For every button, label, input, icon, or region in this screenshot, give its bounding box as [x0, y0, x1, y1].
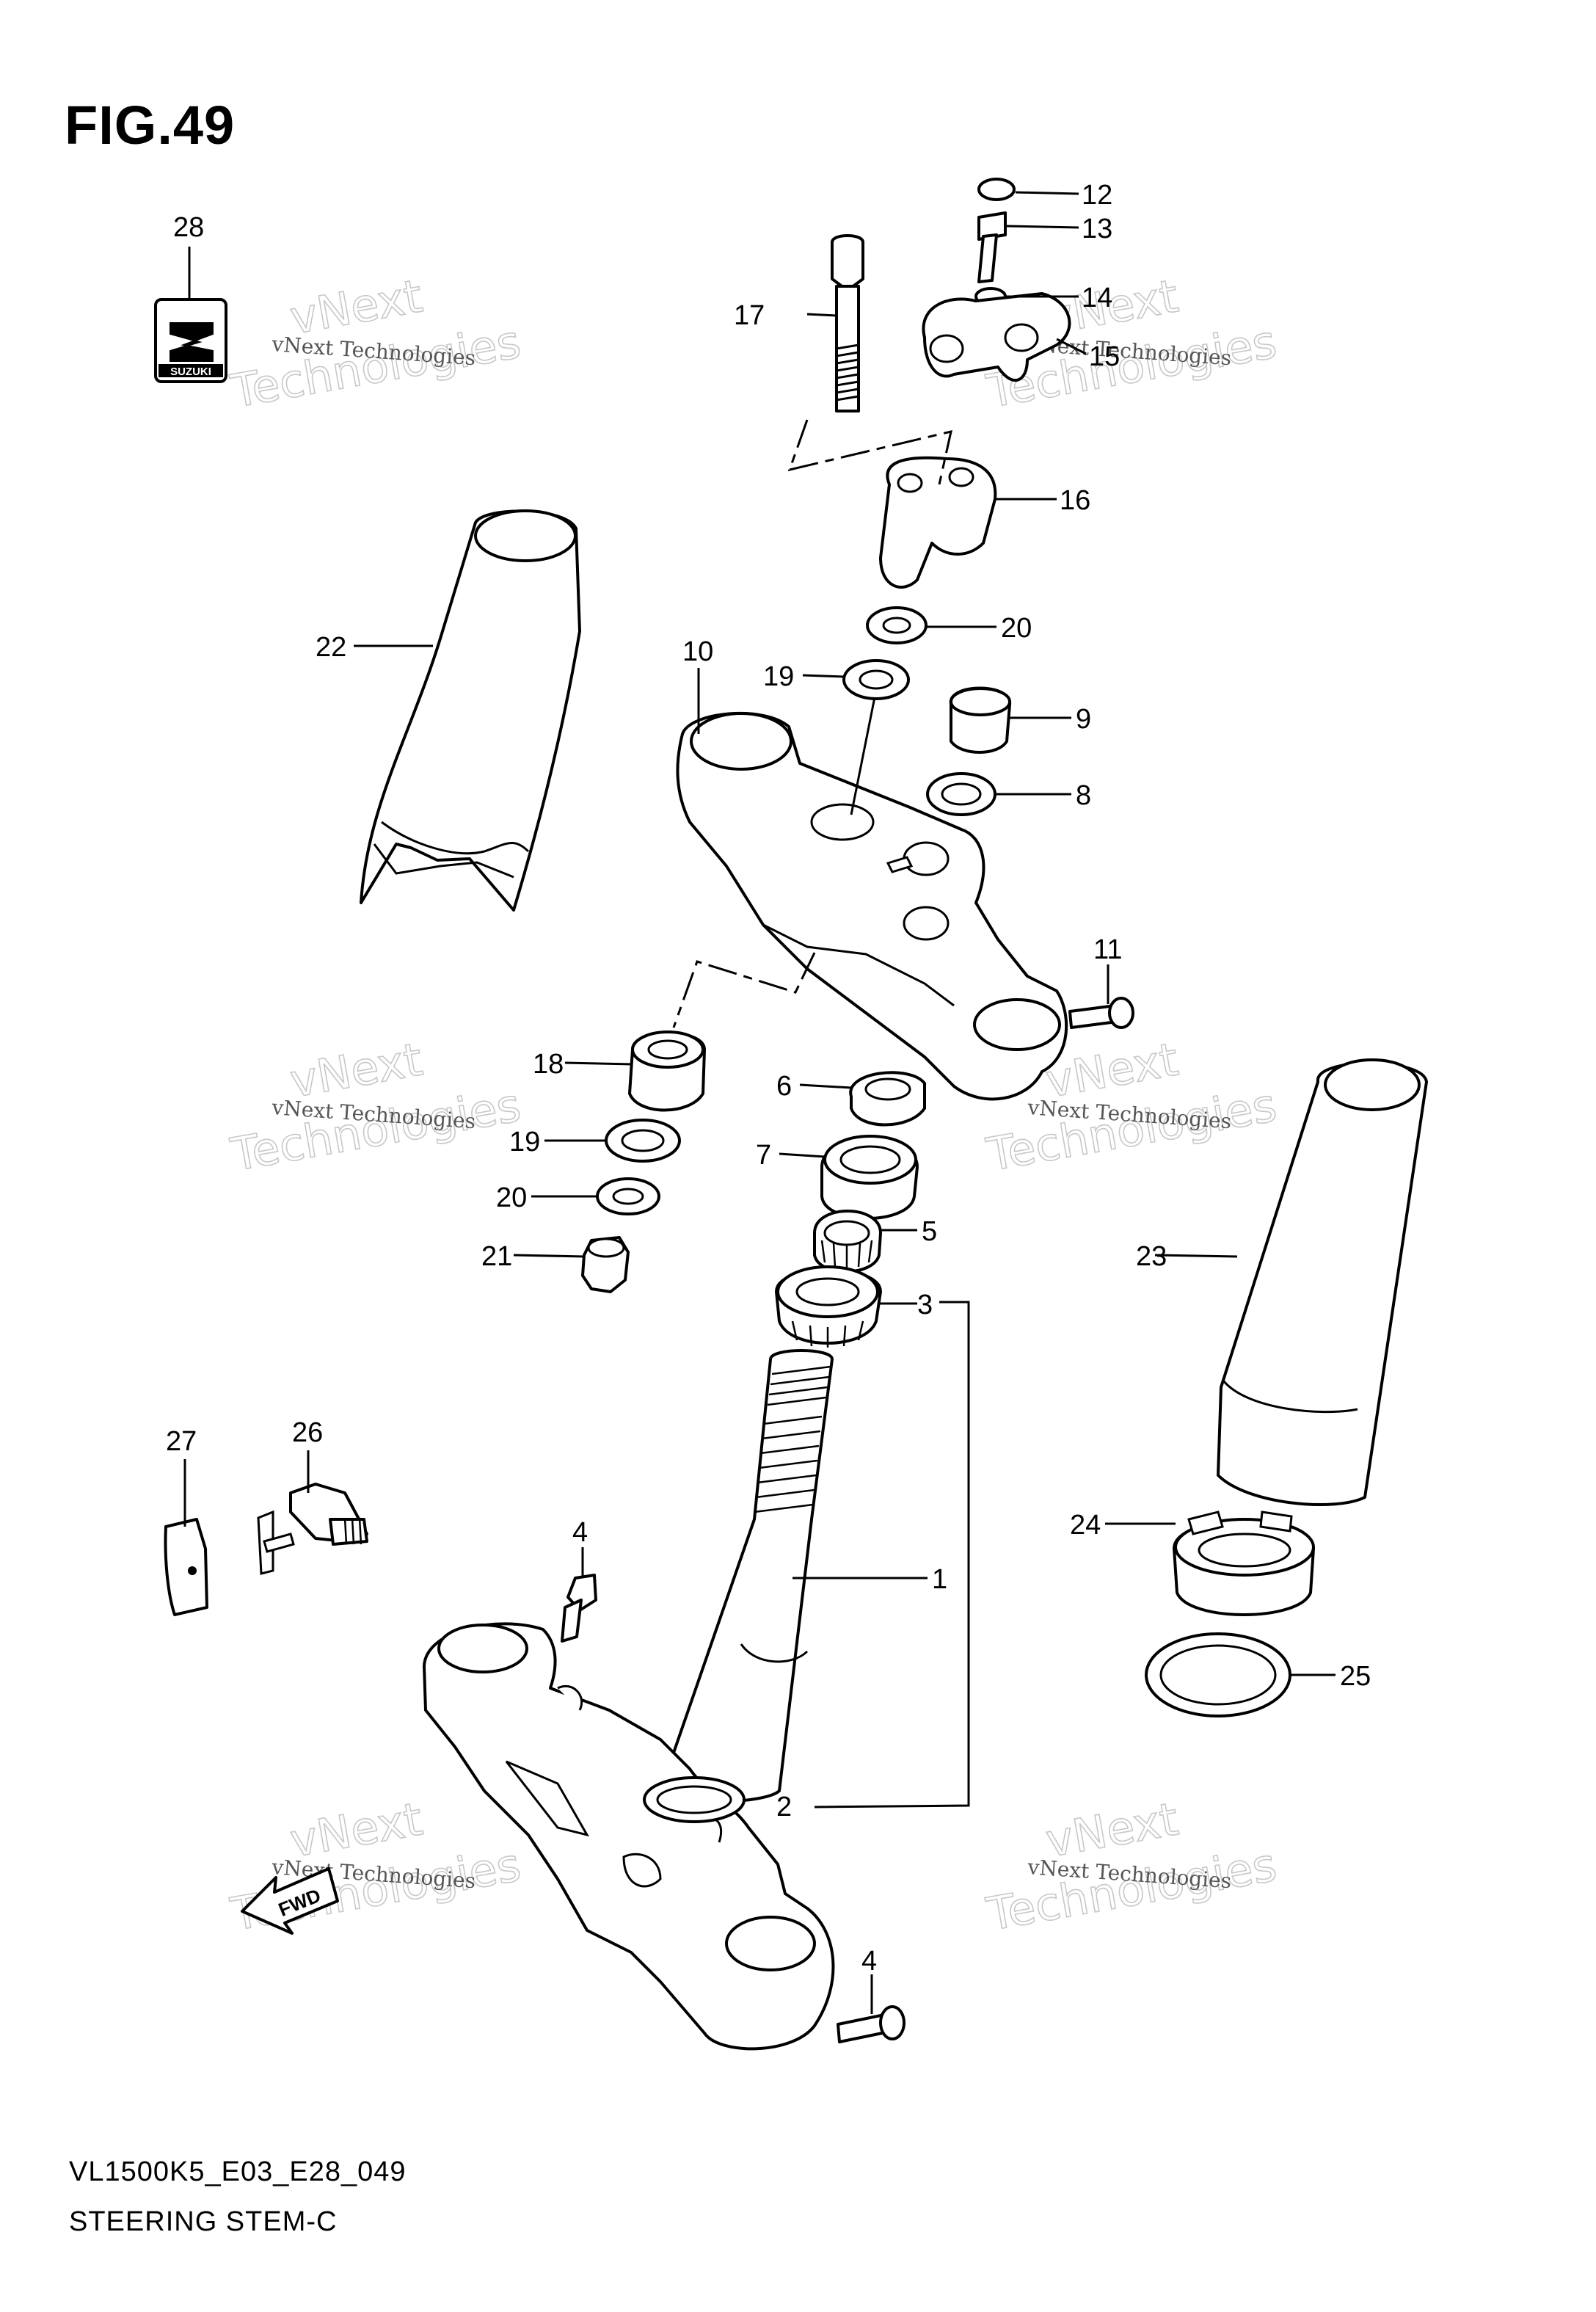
spacer-part-18 — [628, 1030, 706, 1112]
callout-14: 14 — [1082, 283, 1112, 313]
ring-nut-part-24 — [1173, 1511, 1315, 1616]
cover-part-27 — [164, 1518, 208, 1616]
callout-9: 9 — [1076, 704, 1091, 735]
bearing-part-3 — [775, 1265, 882, 1348]
callout-19-upper: 19 — [763, 661, 794, 692]
callout-10: 10 — [682, 636, 713, 667]
callout-23: 23 — [1136, 1241, 1167, 1272]
fork-cover-part-23 — [1217, 1058, 1428, 1506]
washer-part-25 — [1145, 1632, 1291, 1717]
callout-7: 7 — [756, 1140, 771, 1171]
model-code: VL1500K5_E03_E28_049 — [69, 2156, 407, 2187]
watermark-bottom-right: vNext Technologies vNext Technologies — [982, 1792, 1280, 1942]
steering-stem-part-1 — [659, 1349, 834, 1803]
callout-1: 1 — [932, 1564, 947, 1595]
assembly-line-10-18 — [672, 952, 816, 1028]
watermark-mid-left: vNext Technologies vNext Technologies — [226, 1032, 525, 1182]
callout-2: 2 — [776, 1792, 792, 1822]
callout-19-lower: 19 — [509, 1127, 540, 1157]
washer-part-8 — [926, 772, 996, 816]
callout-16: 16 — [1060, 485, 1090, 516]
callout-5: 5 — [922, 1216, 937, 1247]
holder-cap-part-15 — [922, 292, 1071, 382]
bolt-part-13 — [977, 211, 1007, 283]
washer-part-19-upper — [842, 659, 910, 700]
callout-6: 6 — [776, 1071, 792, 1102]
axis-line-19 — [850, 697, 876, 815]
callout-12: 12 — [1082, 180, 1112, 211]
figure-title: FIG.49 — [65, 95, 236, 156]
fwd-arrow-icon: FWD — [241, 1867, 339, 1935]
fork-cover-part-22 — [360, 509, 581, 912]
cap-part-12 — [977, 178, 1016, 201]
callout-11: 11 — [1093, 934, 1122, 965]
assembly-name: STEERING STEM-C — [69, 2206, 338, 2237]
callout-28: 28 — [173, 212, 204, 243]
bolt-part-11 — [1068, 997, 1134, 1029]
callout-numbers: 1 2 3 4 4 5 6 7 8 9 10 11 12 13 14 15 16… — [166, 180, 1371, 1977]
suzuki-emblem-part-28: SUZUKI — [154, 298, 227, 383]
holder-lower-part-16 — [879, 456, 997, 589]
callout-18: 18 — [533, 1049, 564, 1080]
callout-4-upper: 4 — [572, 1517, 588, 1548]
callout-13: 13 — [1082, 214, 1112, 244]
bearing-part-5 — [813, 1210, 882, 1273]
assembly-line-17-16 — [787, 419, 952, 485]
callout-17: 17 — [734, 300, 765, 331]
callout-20-lower: 20 — [496, 1182, 527, 1213]
callout-21: 21 — [481, 1241, 512, 1272]
bolt-part-4-lower — [837, 2005, 906, 2043]
bolt-part-17 — [831, 234, 864, 412]
callout-25: 25 — [1340, 1661, 1371, 1692]
callout-22: 22 — [316, 632, 346, 663]
seal-part-2 — [643, 1776, 746, 1823]
callout-8: 8 — [1076, 780, 1091, 811]
leader-lines — [183, 191, 1336, 2014]
washer-part-20-lower — [596, 1177, 660, 1215]
lock-part-26 — [257, 1483, 368, 1575]
callout-26: 26 — [292, 1417, 323, 1448]
callout-3: 3 — [917, 1290, 933, 1320]
callout-24: 24 — [1070, 1510, 1101, 1541]
washer-part-19-lower — [605, 1119, 681, 1163]
washer-part-20-upper — [866, 606, 928, 644]
seal-part-7 — [820, 1135, 919, 1220]
bolt-part-4-upper — [561, 1574, 597, 1643]
cap-nut-part-9 — [949, 686, 1012, 754]
callout-27: 27 — [166, 1426, 197, 1457]
callout-15: 15 — [1089, 341, 1120, 372]
upper-bracket-part-10 — [676, 711, 1068, 1101]
nut-part-6 — [849, 1071, 926, 1127]
callout-4-lower: 4 — [861, 1946, 877, 1977]
watermark-top-left: vNext Technologies vNext Technologies — [226, 269, 525, 419]
svg-text:SUZUKI: SUZUKI — [170, 366, 211, 378]
callout-20-upper: 20 — [1001, 613, 1032, 644]
nut-part-21 — [581, 1236, 630, 1293]
